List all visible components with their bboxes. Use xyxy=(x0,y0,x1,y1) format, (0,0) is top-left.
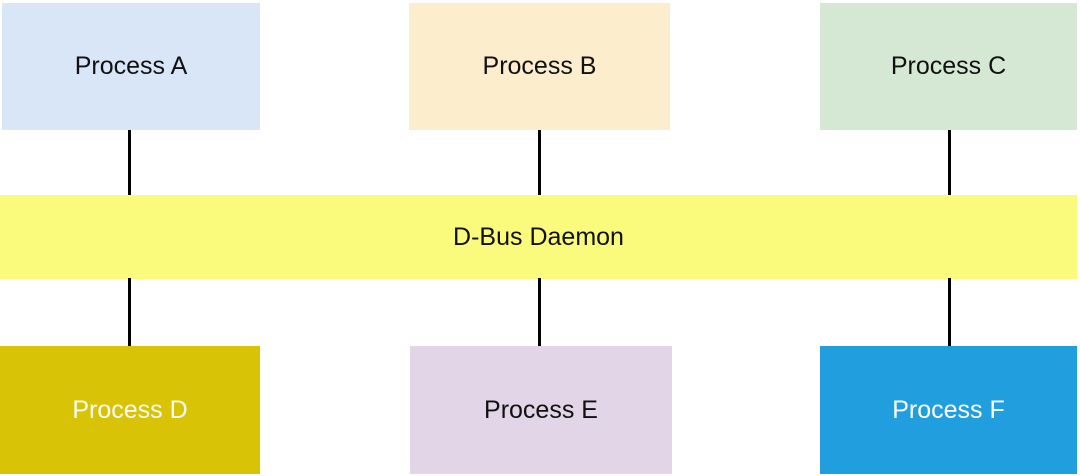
connector-line-a-bus xyxy=(128,130,131,196)
process-d-box: Process D xyxy=(0,346,260,474)
process-b-box: Process B xyxy=(409,3,670,130)
connector-line-bus-e xyxy=(538,278,541,347)
process-a-box: Process A xyxy=(2,3,260,130)
dbus-daemon-bar: D-Bus Daemon xyxy=(0,195,1077,279)
process-a-label: Process A xyxy=(74,52,188,80)
connector-line-bus-f xyxy=(948,278,951,347)
process-d-label: Process D xyxy=(72,395,188,424)
connector-line-c-bus xyxy=(948,130,951,196)
process-c-label: Process C xyxy=(890,52,1007,80)
process-c-box: Process C xyxy=(820,3,1077,130)
process-f-box: Process F xyxy=(820,346,1077,474)
connector-line-b-bus xyxy=(538,130,541,196)
process-e-label: Process E xyxy=(484,395,598,424)
dbus-daemon-label: D-Bus Daemon xyxy=(453,222,624,251)
process-e-box: Process E xyxy=(410,346,672,474)
connector-line-bus-d xyxy=(128,278,131,347)
process-b-label: Process B xyxy=(482,52,597,80)
process-f-label: Process F xyxy=(892,395,1005,424)
